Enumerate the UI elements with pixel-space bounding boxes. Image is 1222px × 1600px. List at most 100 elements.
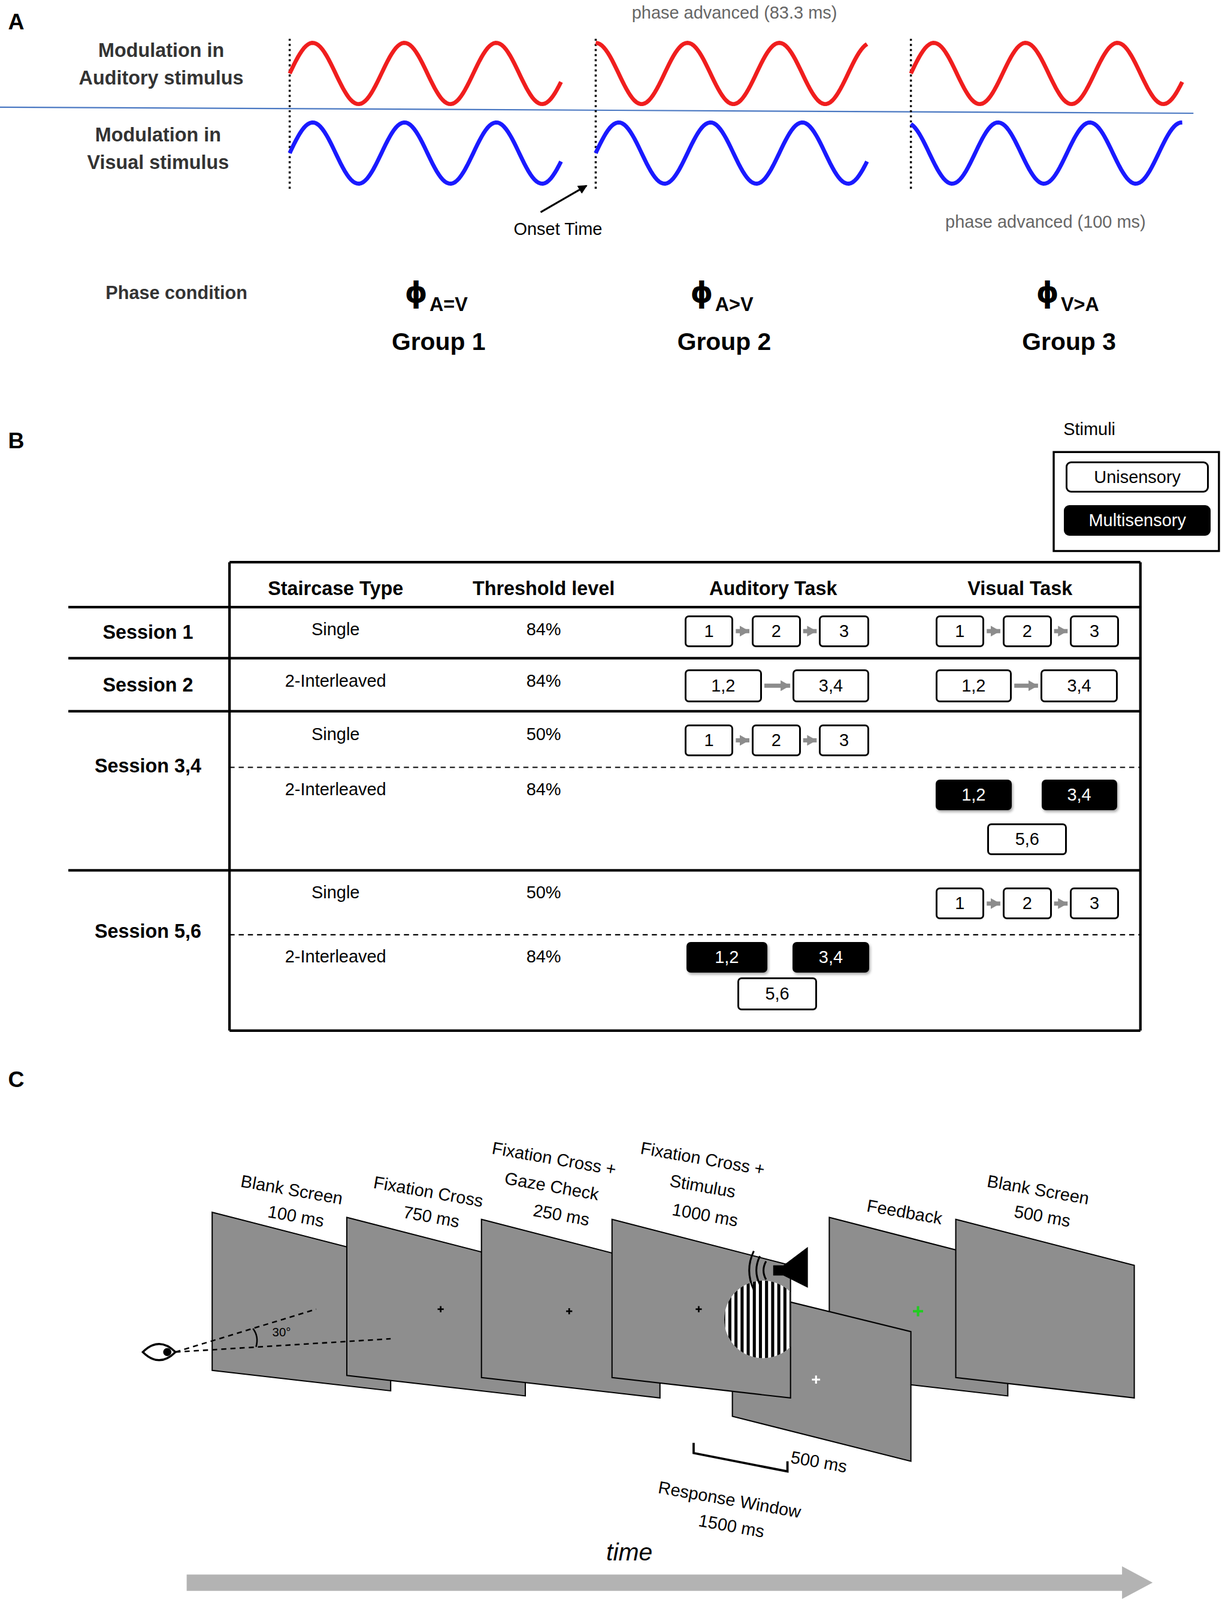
eye-icon [162,1347,172,1356]
text-label: phase advanced (100 ms) [945,212,1146,233]
table-rule [68,561,1141,1031]
text-label: Fixation Cross + [639,1138,767,1180]
grating-stripe [795,1278,799,1363]
text-label: 2-Interleaved [285,779,387,800]
grating-stripe [746,1278,750,1363]
grating-stripe [783,1278,787,1363]
text-label: 50% [526,724,562,744]
box-number: 1 [954,621,965,641]
grating-stripe [722,1278,726,1363]
box-number: 1 [954,893,965,913]
box-number: 2 [771,730,782,750]
fixation-cross [437,1305,703,1315]
grating-stripe [740,1278,744,1363]
box-number: 5,6 [764,983,789,1004]
flow-arrow [735,628,750,634]
text-label: 500 ms [789,1447,849,1477]
flow-arrow [986,900,1001,906]
text-label: 84% [526,779,562,800]
text-label: 2-Interleaved [285,947,387,967]
eye-icon [142,1343,175,1360]
table-rule [228,561,231,1031]
flow-arrow [803,628,818,634]
text-label: 100 ms [265,1201,326,1231]
sight-line [175,1308,317,1352]
speaker-icon [749,1250,767,1290]
fixation-cross [439,1305,442,1312]
session-box: 3,4 [792,669,870,702]
box-number: 3 [1089,621,1100,641]
onset-line [289,38,912,192]
legend-swatch: Multisensory [1063,504,1211,536]
sight-line [175,1308,391,1352]
grating-stripe [777,1278,781,1363]
grating-stimulus [722,1278,807,1363]
box-number: 3 [839,621,849,641]
text-label: Staircase Type [267,577,404,600]
modulation-wave [911,43,1183,105]
text-label: 750 ms [401,1202,462,1232]
speaker-icon [773,1246,809,1288]
flow-arrow [986,628,1001,634]
text-label: ϕ [1036,276,1060,310]
box-number: 3,4 [818,675,843,696]
box-number: 2 [1022,893,1033,913]
box-number: 3,4 [1066,784,1091,805]
text-label: B [8,427,25,454]
box-number: 1,2 [961,784,986,805]
flow-arrow [1014,683,1039,688]
session-box: 1,2 [935,669,1013,702]
modulation-wave [595,43,867,105]
session-box: 1 [935,615,985,647]
text-label: Modulation in [98,40,225,63]
response-bracket [693,1442,788,1472]
session-box: 3 [818,724,869,756]
fixation-cross [568,1307,571,1314]
speaker-icon [756,1255,761,1285]
box-number: 3,4 [818,947,843,967]
text-label: 1500 ms [696,1510,766,1542]
grating-stimulus [722,1278,807,1363]
text-label: ϕ [690,276,714,310]
text-label: Threshold level [472,577,615,600]
text-label: Visual Task [967,577,1073,600]
legend-text: Multisensory [1088,510,1186,531]
text-label: Group 3 [1021,327,1116,356]
text-label: Phase condition [105,282,248,304]
legend-swatch: Unisensory [1065,461,1209,493]
text-label: 500 ms [1012,1201,1073,1231]
text-label: Stimulus [668,1170,738,1202]
session-box: 2 [1002,615,1052,647]
table-rule [229,1029,1141,1032]
box-number: 1 [703,621,714,641]
display-screen [956,1219,1135,1398]
text-label: 84% [526,947,562,967]
session-box: 1 [684,615,734,647]
text-label: Single [311,882,360,903]
session-box: 5,6 [987,823,1067,855]
text-label: Blank Screen [985,1170,1091,1209]
session-box: 1,2 [935,779,1013,810]
text-label: Feedback [865,1195,945,1229]
text-label: Stimuli [1063,419,1116,440]
box-number: 1,2 [714,947,739,967]
pointer-arrow [540,185,588,213]
flow-arrow [735,737,750,743]
fixation-cross [697,1305,700,1312]
session-box: 2 [751,615,801,647]
text-label: Fixation Cross [371,1171,485,1211]
session-box: 1 [935,887,985,919]
time-arrow [186,1565,1154,1599]
text-label: Session 5,6 [94,920,202,943]
modulation-wave [911,122,1183,184]
session-box: 3 [1069,615,1119,647]
text-label: Blank Screen [239,1170,344,1209]
box-number: 3,4 [1066,675,1091,696]
grating-stripe [734,1278,738,1363]
grating-stripe [770,1278,774,1363]
text-label: 30° [272,1325,292,1340]
session-box: 5,6 [737,977,818,1010]
